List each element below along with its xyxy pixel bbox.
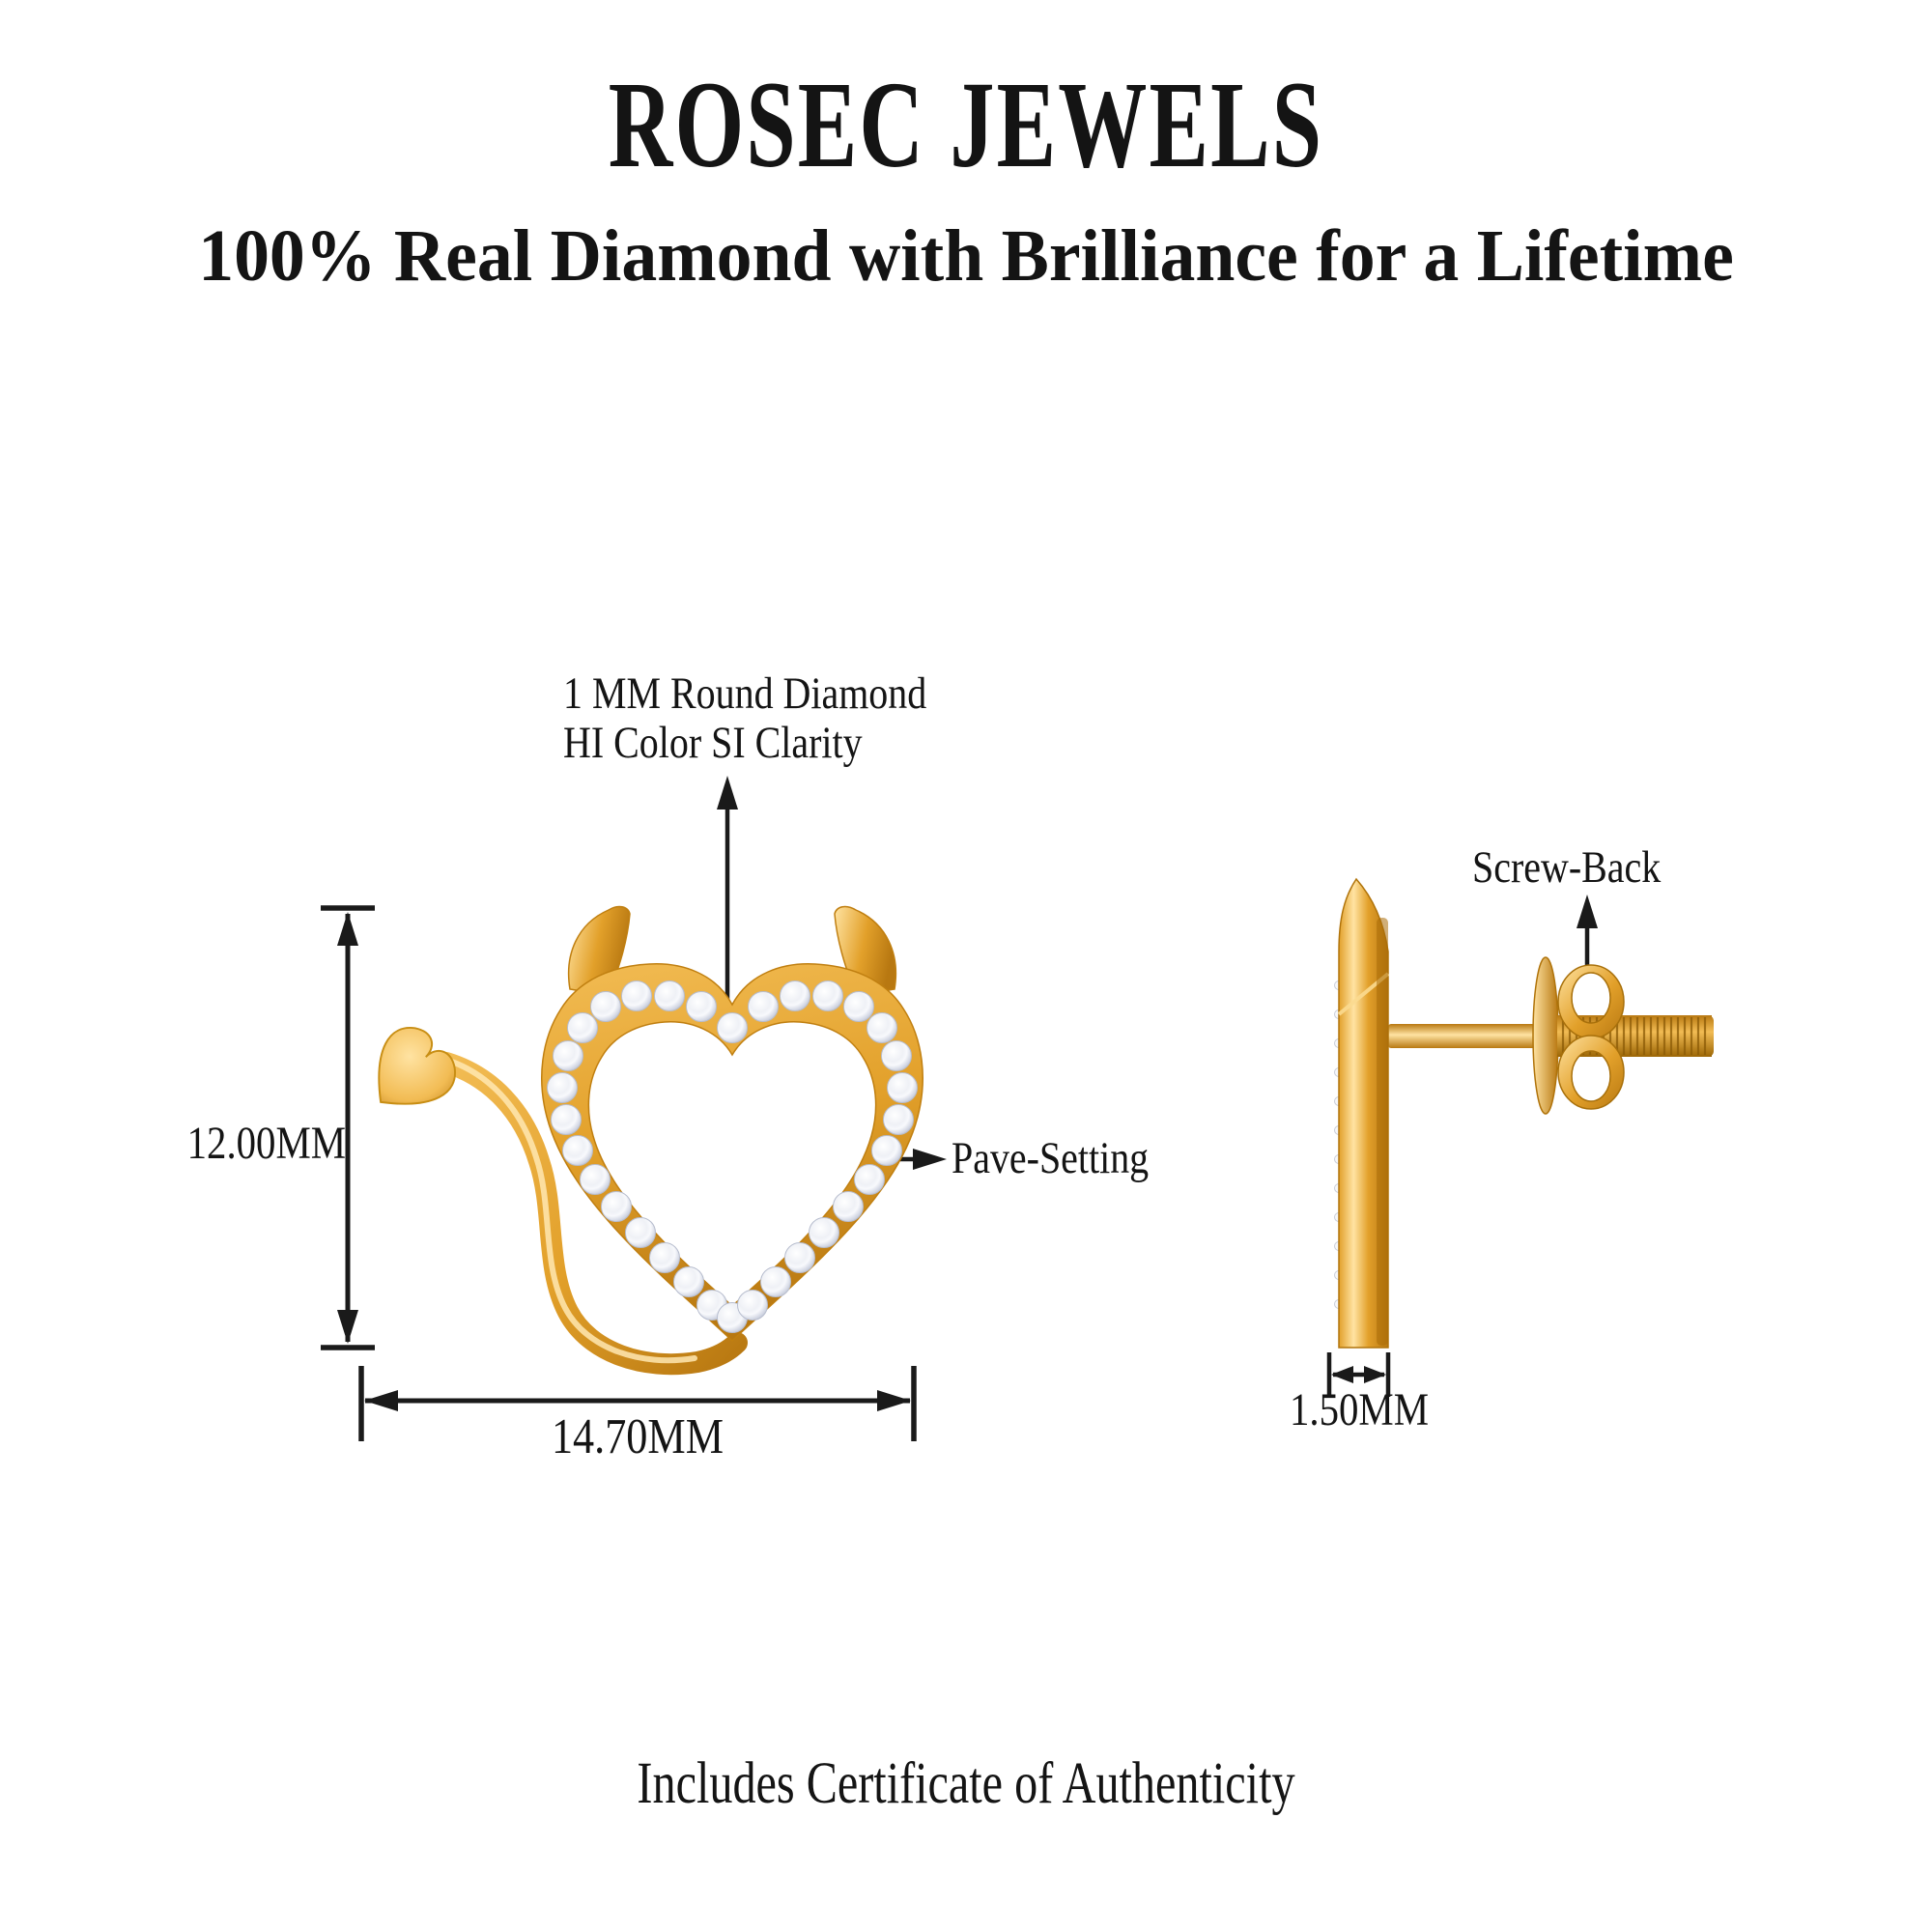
diamond-annotation-line2: HI Color SI Clarity (563, 718, 863, 768)
tail-heart-tip (378, 1027, 456, 1105)
width-dimension-value: 14.70MM (551, 1409, 724, 1464)
diamond-annotation-line1: 1 MM Round Diamond (563, 668, 927, 719)
down-arrow-icon (337, 1310, 358, 1344)
brand-title: ROSEC JEWELS (608, 56, 1324, 193)
dimension-height-lines (321, 905, 375, 1350)
devil-tail (378, 1027, 748, 1376)
left-arrow-icon (364, 1390, 398, 1411)
screwback-annotation-arrow (1577, 895, 1598, 966)
screwback-clutch (1557, 964, 1625, 1110)
pave-setting-label: Pave-Setting (952, 1133, 1150, 1183)
screw-back-label: Screw-Back (1472, 842, 1662, 893)
diamond-annotation-label: 1 MM Round Diamond HI Color SI Clarity (563, 669, 926, 768)
certificate-note: Includes Certificate of Authenticity (637, 1751, 1295, 1816)
pave-diamonds (547, 980, 918, 1333)
dimension-width-lines (358, 1366, 917, 1441)
right-arrow-icon (1364, 1366, 1386, 1383)
up-arrow-icon (717, 776, 738, 810)
clutch-bottom-loop (1557, 1035, 1625, 1110)
up-arrow-icon (1577, 895, 1598, 928)
ear-post (1388, 1024, 1541, 1048)
up-arrow-icon (337, 912, 358, 946)
right-arrow-icon (877, 1390, 911, 1411)
brand-tagline: 100% Real Diamond with Brilliance for a … (198, 215, 1734, 297)
dimension-thickness-lines (1326, 1352, 1391, 1397)
clutch-top-loop (1557, 964, 1625, 1039)
height-dimension-value: 12.00MM (186, 1118, 346, 1169)
left-arrow-icon (1331, 1366, 1353, 1383)
front-view-illustration (321, 776, 947, 1441)
side-view-illustration (1326, 877, 1714, 1397)
earring-side-profile (1334, 877, 1390, 1349)
diamond-annotation-arrow (717, 776, 738, 1009)
backing-disc (1532, 956, 1559, 1115)
tail-highlight (440, 1056, 697, 1364)
plate-shadow-edge (1377, 918, 1388, 1346)
tail-stem (436, 1052, 748, 1376)
thickness-dimension-value: 1.50MM (1290, 1384, 1429, 1435)
right-arrow-icon (913, 1149, 947, 1170)
